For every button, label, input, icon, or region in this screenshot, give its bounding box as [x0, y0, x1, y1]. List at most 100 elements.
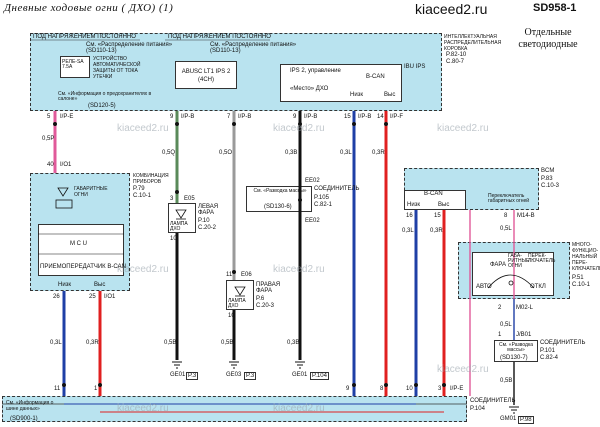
right-lamp-pin1: 11 — [226, 272, 233, 278]
ground-1-ref[interactable]: P.3 — [186, 372, 199, 380]
top-ref1: См. «Распределение питания» — [86, 42, 173, 48]
switch-conn-sub: (SD130-7) — [500, 355, 528, 361]
switch-inner-box — [472, 252, 554, 296]
pin-2b: I/P-B — [181, 114, 195, 120]
ground-4: GM01 — [500, 416, 517, 422]
cluster-lamp: ГАБАРИТНЫЕ ОГНИ — [74, 186, 108, 198]
top-ref2: См. «Распределение питания» — [210, 42, 297, 48]
switch-opt2: ГАБА-РИТНЫЕ ОГНИ — [508, 253, 530, 269]
switch-opt3: ПЕРЕК-ЛЮЧАТЕЛЬ — [528, 253, 556, 264]
ground-1: GE01 — [170, 372, 186, 378]
switch-ref1: P.51 — [572, 275, 584, 281]
wire-label-bcm2: 0,3R — [430, 228, 443, 234]
diagram-title: Дневные ходовые огни ( ДХО) (1) — [4, 2, 174, 14]
wire-label-3: 0,5O — [219, 150, 233, 156]
pin-2: 9 — [170, 114, 174, 120]
bcm-high: Выс — [438, 202, 450, 208]
left-lamp-name: ЛЕВАЯ ФАРА — [198, 204, 219, 216]
pin-3b: I/P-B — [238, 114, 252, 120]
switch-conn-pinb: J/B01 — [516, 332, 532, 338]
pin-5b: I/P-B — [358, 114, 372, 120]
ips-low: Низк — [350, 92, 364, 98]
bottom-info: См. «Информация о шине данных» — [6, 400, 54, 412]
pin-1b: I/P-E — [60, 114, 74, 120]
switch-conn-title: См. «Разводка массы» — [498, 342, 534, 353]
pin-6b: I/P-F — [390, 114, 403, 120]
left-lamp-box — [168, 203, 196, 233]
pin-3: 7 — [227, 114, 231, 120]
top-ref2b: (SD110-13) — [210, 48, 241, 54]
bottom-p5: 10 — [406, 386, 413, 392]
watermark-2: kiaceed2.ru — [273, 123, 325, 134]
left-lamp-ref2: C.20-2 — [198, 225, 217, 231]
switch-opt5: ОТКЛ — [530, 284, 546, 290]
switch-conn-pin: 1 — [498, 332, 502, 338]
pin-1: 5 — [47, 114, 51, 120]
mcu-box — [38, 224, 124, 276]
right-lamp-conn: E06 — [241, 272, 252, 278]
ground-3-ref[interactable]: P.104 — [310, 372, 329, 380]
bottom-info-b: (SD900-1) — [10, 416, 38, 422]
cluster-ref2: C.10-1 — [133, 193, 152, 199]
top-label-left: ПОД НАПРЯЖЕНИЕМ ПОСТОЯННО — [33, 34, 136, 40]
wire-label-sw3: 0,5B — [500, 378, 513, 384]
module-label: ИНТЕЛЛЕКТУАЛЬНАЯ РАСПРЕДЕЛИТЕЛЬНАЯ КОРОБ… — [444, 34, 502, 52]
switch-conn-name: СОЕДИНИТЕЛЬ — [540, 340, 586, 346]
mid-conn-ref1: P.105 — [314, 195, 329, 201]
switch-opt1: ФАРА — [490, 262, 507, 268]
bcm-bcan: B-CAN — [424, 191, 443, 197]
bottom-p6b: I/P-E — [450, 386, 464, 392]
ground-symbol-3 — [295, 361, 305, 369]
watermark-5: kiaceed2.ru — [273, 264, 325, 275]
bottom-p1: 11 — [54, 386, 61, 392]
ground-2: GE03 — [226, 372, 242, 378]
diagram-code: SD958-1 — [533, 2, 577, 14]
site-name[interactable]: kiaceed2.ru — [415, 1, 488, 17]
module-ref1: P.82-10 — [446, 52, 467, 58]
bottom-bus-panel — [2, 396, 467, 422]
mid-conn-ref2: C.82-1 — [314, 202, 333, 208]
bcm-ref2: C.10-3 — [541, 183, 560, 189]
left-lamp-pin1: 3 — [170, 196, 174, 202]
right-lamp-box — [226, 280, 254, 310]
info-label: См. «Информация о предохранителях в сало… — [58, 91, 152, 102]
left-lamp-ref1: P.10 — [198, 218, 210, 224]
wire-label-4: 0,3B — [285, 150, 298, 156]
ips-box — [175, 61, 237, 89]
wire-label-bot3: 0,3B — [287, 340, 300, 346]
switch-pin1: 2 — [498, 305, 502, 311]
ips-control-label: IPS 2, управление — [290, 68, 341, 74]
wire-label-sw2: 0,5L — [500, 322, 512, 328]
wire-label-sw1: 0,5L — [500, 226, 512, 232]
switch-connector-box — [494, 340, 538, 362]
watermark-1: kiaceed2.ru — [117, 123, 169, 134]
switch-pin1b: M02-L — [516, 305, 534, 311]
mid-conn-title: См. «Разводка массы» — [253, 188, 307, 194]
pin-40: 40 — [47, 162, 54, 168]
ground-symbol-2 — [229, 361, 239, 369]
bottom-ref: P.104 — [470, 406, 485, 412]
wire-label-5: 0,3L — [340, 150, 352, 156]
fuse-box — [60, 56, 90, 78]
mid-conn-name: СОЕДИНИТЕЛЬ — [314, 186, 360, 192]
pin-4b: I/P-B — [304, 114, 318, 120]
bottom-name: СОЕДИНИТЕЛЬ — [470, 398, 516, 404]
wire-label-bot2: 0,5B — [221, 340, 234, 346]
ground-3: GE01 — [292, 372, 308, 378]
top-label-mid: ПОД НАПРЯЖЕНИЕМ ПОСТОЯННО — [168, 34, 271, 40]
ibu-label: IBU IPS — [404, 64, 426, 70]
right-lamp-ref1: P.6 — [256, 296, 265, 302]
wire-label-b1: 0,3L — [50, 340, 62, 346]
mid-conn-sub: (SD130-6) — [264, 204, 292, 210]
switch-conn-ref2: C.82-4 — [540, 355, 559, 361]
bcm-sw: Переключатель габаритных огней — [488, 193, 530, 204]
bottom-p2: 1 — [94, 386, 98, 392]
fuse-label: РЕЛЕ-SA 7.5A — [62, 59, 84, 70]
ground-2-ref[interactable]: P.3 — [244, 372, 257, 380]
wire-label-6: 0,3R — [372, 150, 385, 156]
wire-label-b2: 0,3R — [86, 340, 99, 346]
ground-4-ref[interactable]: P.98 — [518, 416, 534, 424]
note-text: Отдельные светодиодные — [503, 27, 593, 61]
ips-bcan: B-CAN — [366, 74, 385, 80]
pin-40b: I/O1 — [60, 162, 72, 168]
